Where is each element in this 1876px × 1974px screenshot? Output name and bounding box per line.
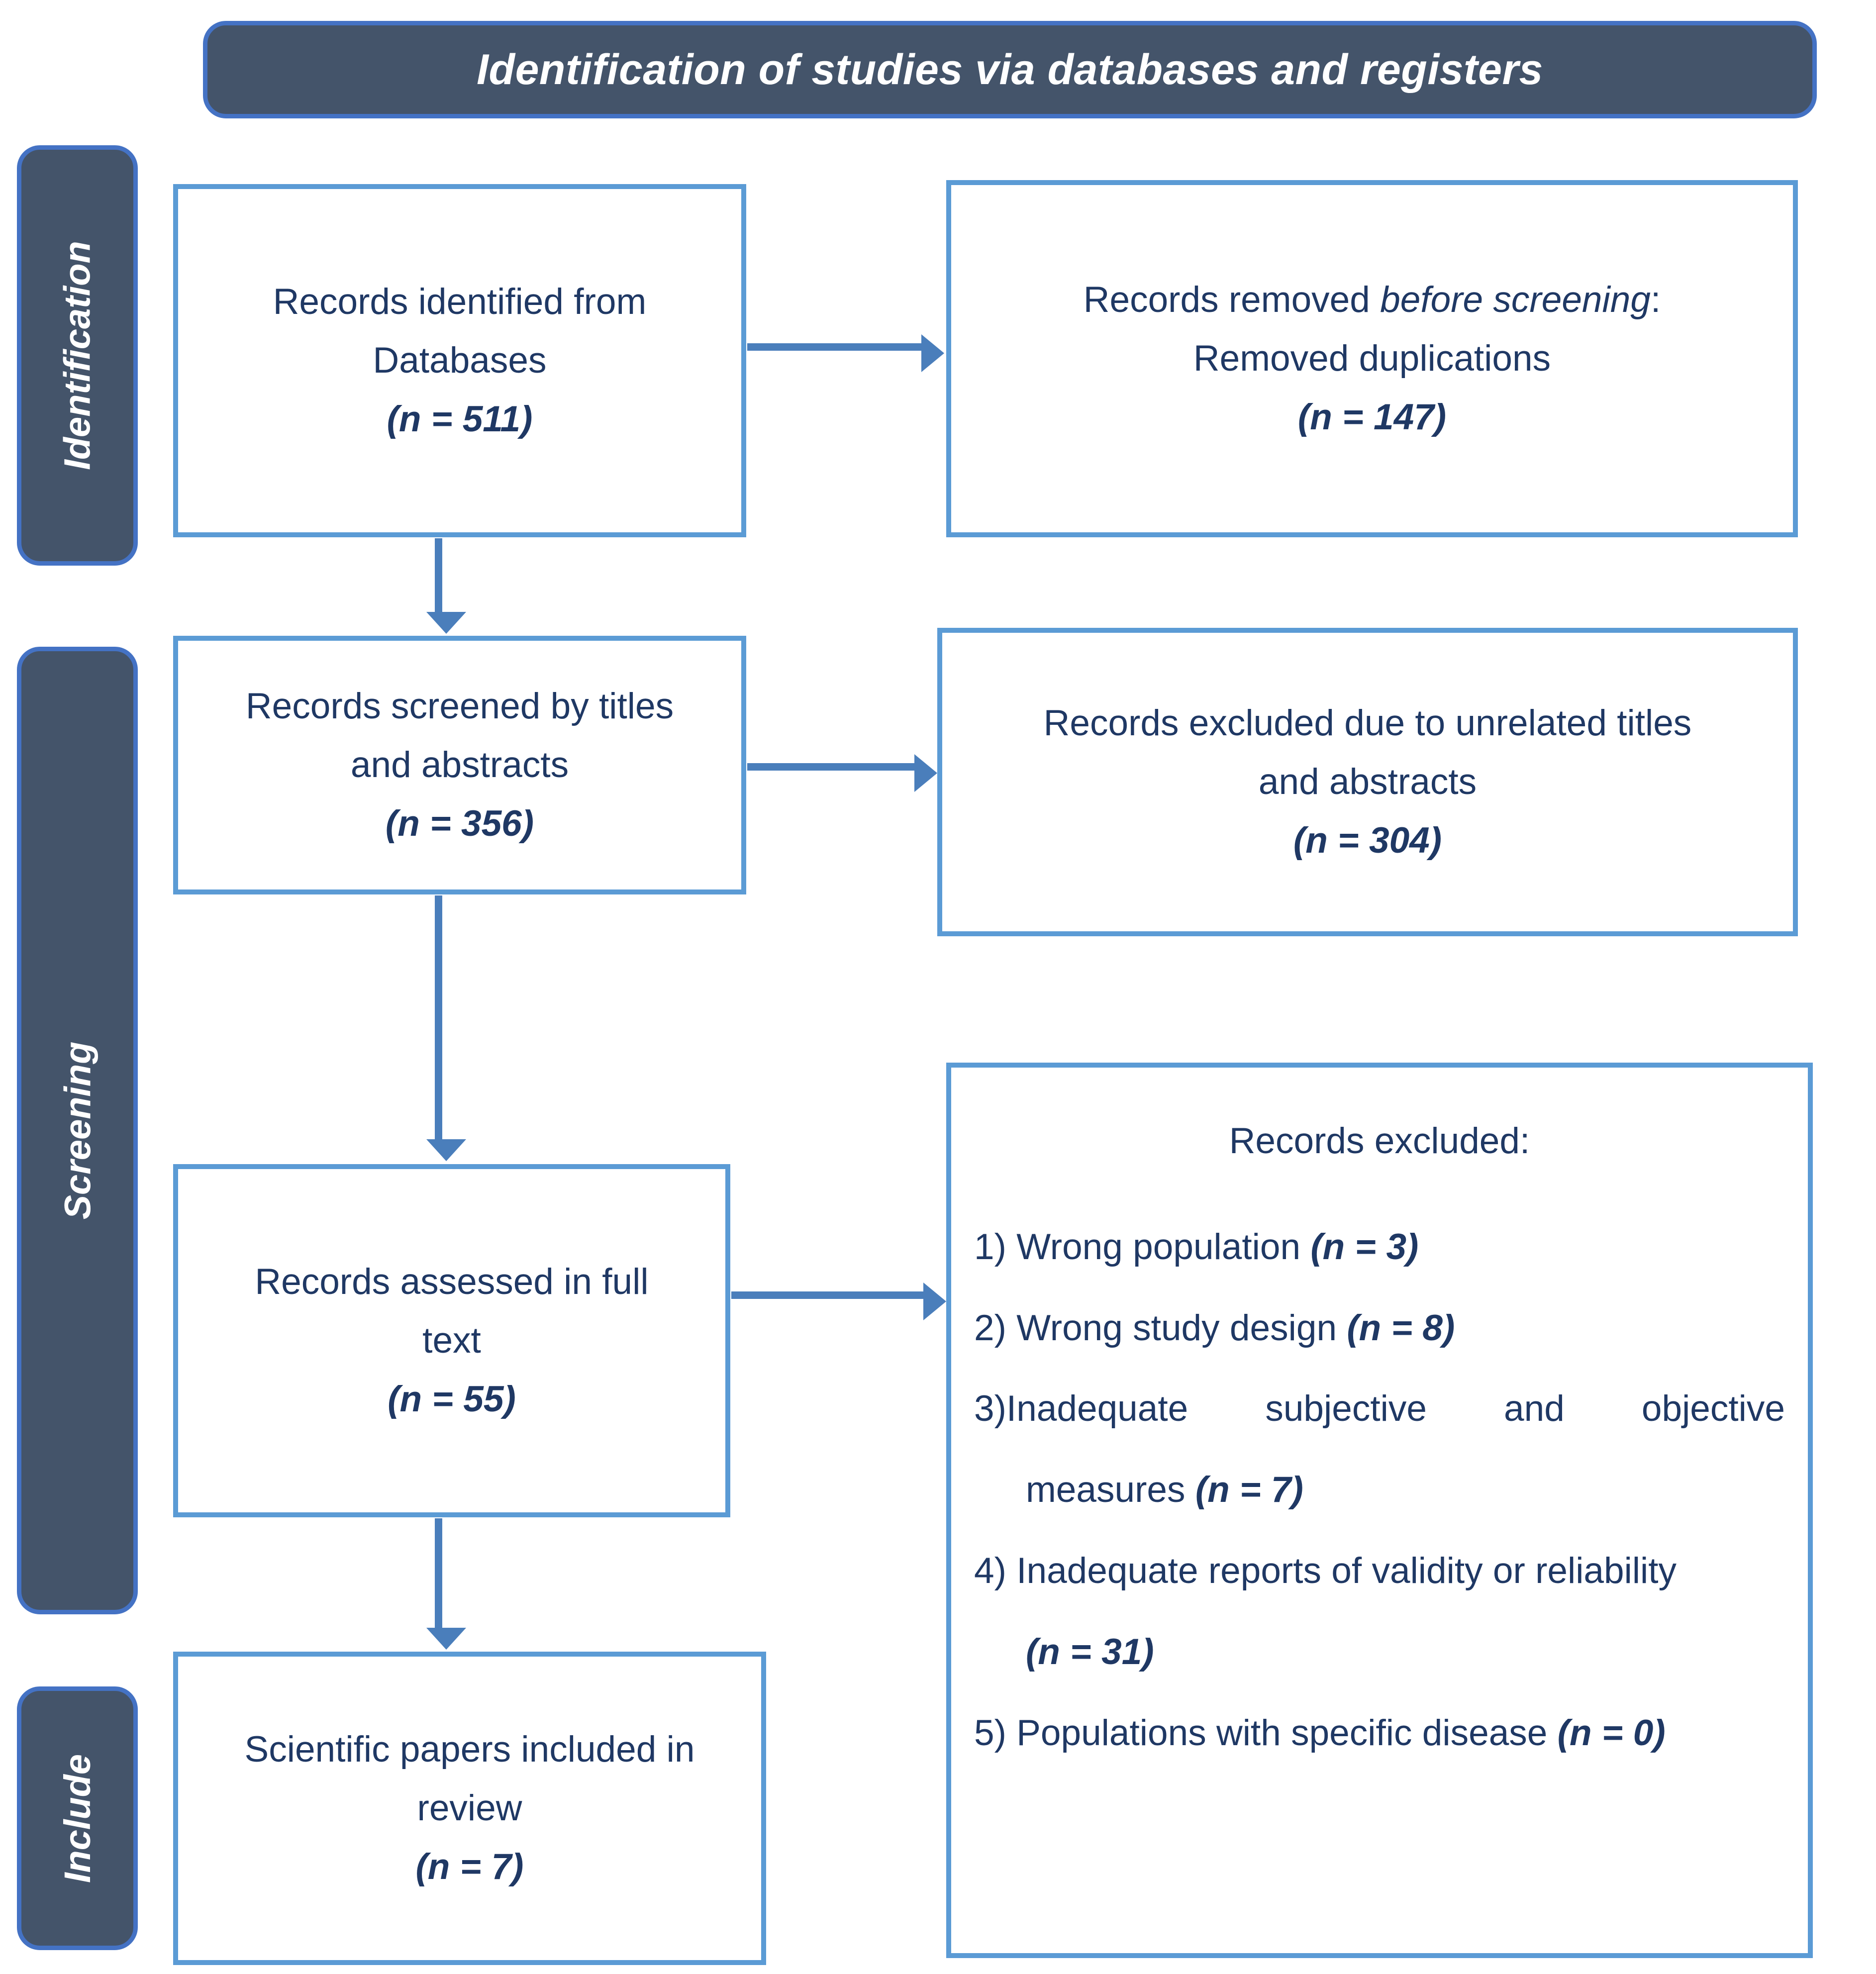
excluded-ta-line1: Records excluded due to unrelated titles bbox=[1043, 702, 1692, 743]
box-records-identified: Records identified from Databases (n = 5… bbox=[173, 184, 746, 537]
box-records-removed: Records removed before screening: Remove… bbox=[946, 180, 1798, 537]
excluded-ta-line2: and abstracts bbox=[1258, 761, 1477, 802]
excluded-list-heading: Records excluded: bbox=[1229, 1121, 1530, 1161]
excluded-list-item-3-cont: measures (n = 7) bbox=[1026, 1470, 1303, 1510]
box-papers-included: Scientific papers included in review (n … bbox=[173, 1652, 766, 1965]
box-records-excluded-list: Records excluded: 1) Wrong population (n… bbox=[946, 1063, 1813, 1958]
full-text-line1: Records assessed in full bbox=[255, 1261, 649, 1302]
arrow-full-text-to-excluded-list bbox=[731, 1283, 946, 1320]
included-count: (n = 7) bbox=[415, 1847, 524, 1887]
arrow-screened-to-excluded bbox=[747, 754, 937, 792]
stage-label-include: Include bbox=[57, 1754, 99, 1883]
records-removed-line2: Removed duplications bbox=[1193, 338, 1551, 379]
full-text-line2: text bbox=[422, 1320, 481, 1361]
records-removed-line1: Records removed before screening: bbox=[1083, 279, 1661, 320]
box-records-screened: Records screened by titles and abstracts… bbox=[173, 636, 746, 894]
arrow-identified-to-removed bbox=[747, 334, 944, 372]
box-records-assessed-full-text: Records assessed in full text (n = 55) bbox=[173, 1164, 730, 1517]
diagram-title-banner: Identification of studies via databases … bbox=[203, 21, 1817, 118]
records-identified-count: (n = 511) bbox=[387, 399, 533, 440]
records-screened-line2: and abstracts bbox=[350, 744, 569, 785]
excluded-list-item-1: 1) Wrong population (n = 3) bbox=[974, 1226, 1419, 1267]
diagram-title: Identification of studies via databases … bbox=[477, 45, 1543, 94]
stage-bar-screening: Screening bbox=[17, 647, 138, 1614]
excluded-list-item-4-cont: (n = 31) bbox=[1026, 1631, 1154, 1672]
excluded-list-item-4: 4) Inadequate reports of validity or rel… bbox=[974, 1550, 1677, 1591]
records-removed-count: (n = 147) bbox=[1297, 397, 1447, 438]
arrow-full-text-to-included bbox=[426, 1518, 466, 1650]
stage-label-identification: Identification bbox=[57, 241, 99, 470]
excluded-list-item-5: 5) Populations with specific disease (n … bbox=[974, 1712, 1666, 1753]
excluded-list-item-3: 3)Inadequate subjective and objective bbox=[974, 1388, 1785, 1429]
records-identified-line1: Records identified from bbox=[273, 281, 647, 322]
arrow-screened-to-full-text bbox=[426, 895, 466, 1161]
stage-bar-include: Include bbox=[17, 1686, 138, 1950]
excluded-ta-count: (n = 304) bbox=[1293, 820, 1442, 861]
excluded-list-item-2: 2) Wrong study design (n = 8) bbox=[974, 1307, 1455, 1348]
full-text-count: (n = 55) bbox=[388, 1379, 516, 1420]
stage-label-screening: Screening bbox=[57, 1041, 99, 1220]
included-line2: review bbox=[417, 1787, 522, 1828]
included-line1: Scientific papers included in bbox=[244, 1729, 695, 1770]
box-records-excluded-titles-abstracts: Records excluded due to unrelated titles… bbox=[937, 628, 1798, 936]
stage-bar-identification: Identification bbox=[17, 145, 138, 566]
records-screened-count: (n = 356) bbox=[385, 803, 534, 844]
records-identified-line2: Databases bbox=[373, 340, 547, 381]
arrow-identified-to-screened bbox=[426, 538, 466, 634]
records-screened-line1: Records screened by titles bbox=[245, 686, 674, 726]
